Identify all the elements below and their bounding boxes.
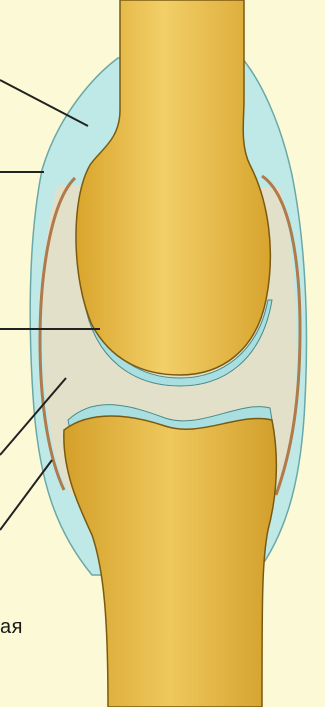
upper-bone [76,0,270,375]
leader-line-synovial [0,460,52,530]
partial-label-text: ая [0,616,23,639]
